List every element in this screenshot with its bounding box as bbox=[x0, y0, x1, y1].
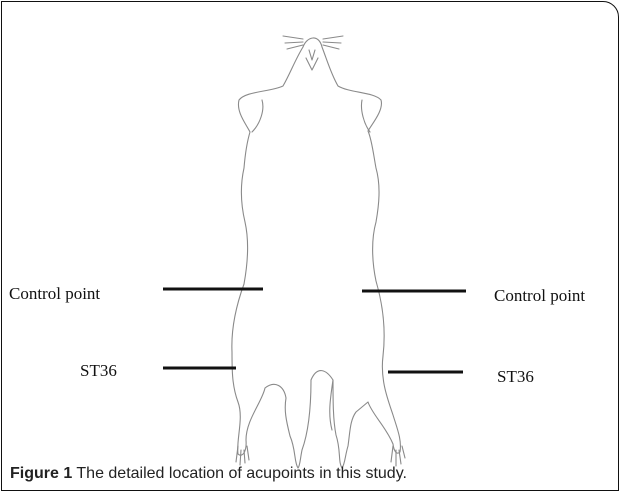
st36-left-label: ST36 bbox=[80, 362, 117, 379]
rat-body-outline bbox=[232, 38, 401, 468]
control-point-left-label: Control point bbox=[9, 285, 100, 302]
figure-caption: Figure 1 The detailed location of acupoi… bbox=[10, 465, 407, 483]
st36-right-label: ST36 bbox=[497, 368, 534, 385]
caption-text: The detailed location of acupoints in th… bbox=[72, 465, 407, 482]
control-point-right-label: Control point bbox=[494, 287, 585, 304]
caption-label: Figure 1 bbox=[10, 465, 72, 482]
